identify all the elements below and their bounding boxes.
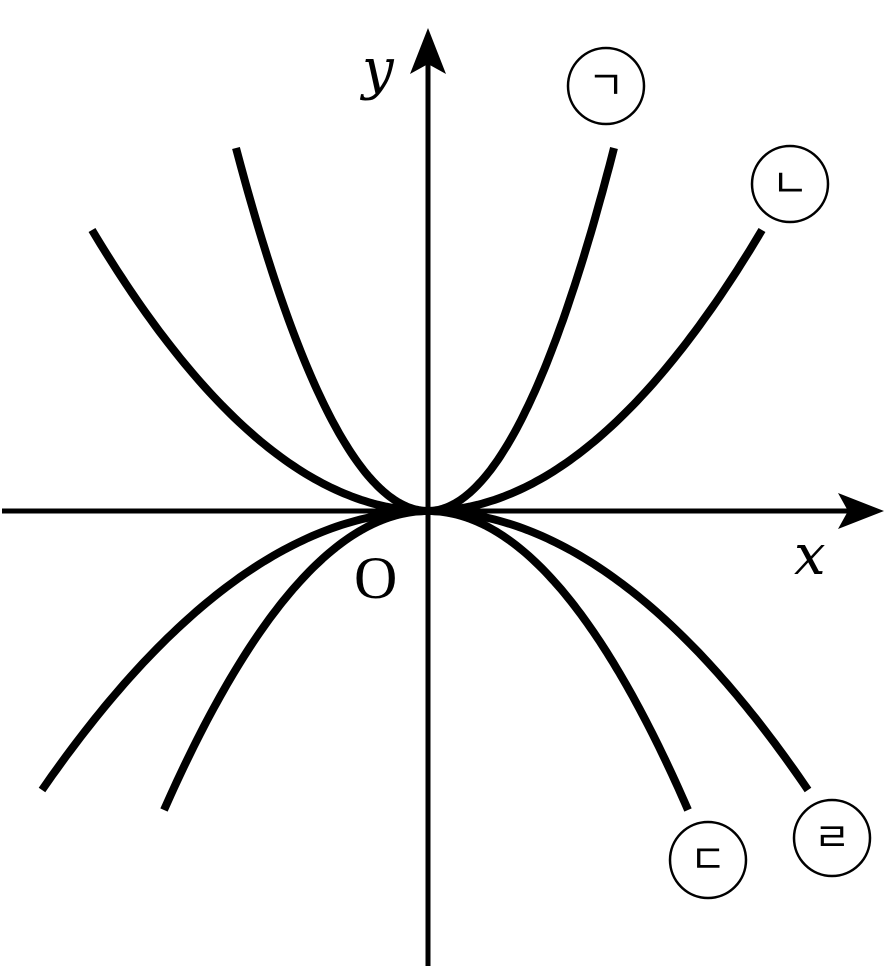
x-axis-label: x <box>794 523 826 588</box>
origin-label: O <box>354 545 397 611</box>
curve-a-badge: ㄱ <box>566 46 646 126</box>
curve-b-badge: ㄴ <box>750 144 830 224</box>
curve-b-label: ㄴ <box>772 161 809 207</box>
y-axis-arrow-icon <box>410 28 446 74</box>
curve-c-label: ㄷ <box>690 837 727 883</box>
y-axis-label: y <box>359 37 395 102</box>
curve-d-badge: ㄹ <box>792 798 872 878</box>
curve-a-label: ㄱ <box>588 63 625 109</box>
curve-d-label: ㄹ <box>814 815 851 861</box>
curve-d <box>38 507 812 793</box>
curve-c-badge: ㄷ <box>668 820 748 900</box>
curve-a <box>232 146 618 516</box>
x-axis-arrow-icon <box>838 493 884 529</box>
